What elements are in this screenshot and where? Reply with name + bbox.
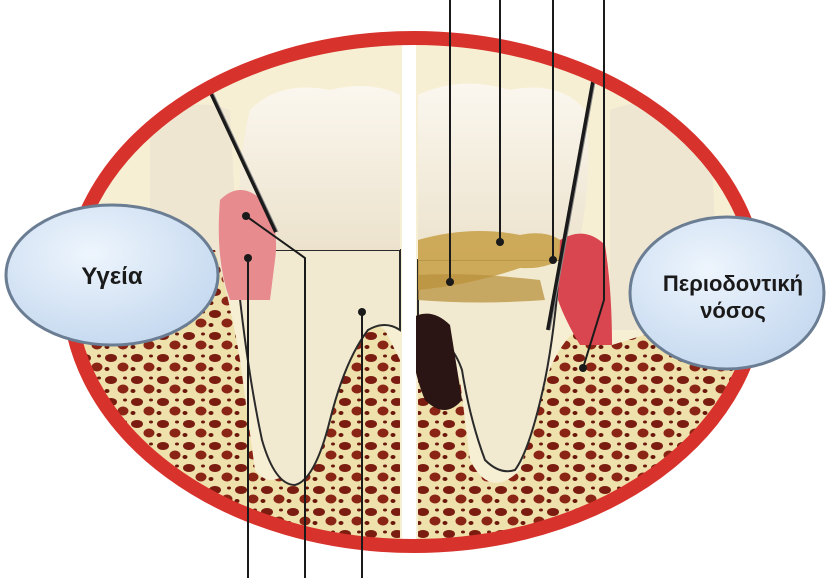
- health-bubble: Υγεία: [6, 205, 218, 345]
- leader-dot-6: [242, 212, 250, 220]
- health-label: Υγεία: [81, 263, 142, 290]
- leader-dot-2: [496, 238, 504, 246]
- disease-bubble: Περιοδοντική νόσος: [630, 217, 824, 369]
- leader-dot-3: [549, 256, 557, 264]
- leader-dot-4: [579, 364, 587, 372]
- center-divider: [402, 40, 416, 560]
- disease-label-line1: Περιοδοντική: [663, 271, 803, 296]
- disease-label-line2: νόσος: [700, 298, 766, 323]
- leader-dot-1: [446, 278, 454, 286]
- leader-dot-7: [358, 308, 366, 316]
- leader-dot-5: [244, 254, 252, 262]
